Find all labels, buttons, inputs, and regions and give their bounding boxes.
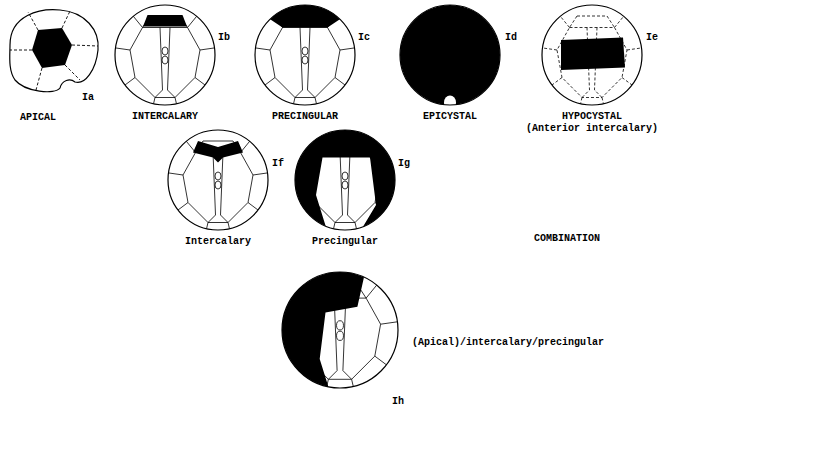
figure-label: Ic <box>358 32 370 43</box>
figure-label: PRECINGULAR <box>272 111 338 122</box>
figure-label: APICAL <box>20 112 56 123</box>
sulcal-plate <box>162 47 168 55</box>
plate-suture <box>200 47 219 50</box>
archeopyle <box>193 141 243 163</box>
figure-label: Ie <box>646 32 658 43</box>
sulcal-plate <box>302 56 308 64</box>
sulcal-plate <box>342 172 348 180</box>
plate-suture <box>627 47 646 50</box>
plate-suture <box>164 172 183 175</box>
archeopyle <box>561 38 625 71</box>
cyst-outline <box>400 5 500 105</box>
plate-suture <box>65 65 80 80</box>
notch <box>444 96 456 110</box>
figure-label: If <box>272 158 284 169</box>
archeopyle <box>143 15 187 27</box>
cyst-outline <box>542 5 642 105</box>
plate-suture <box>335 153 343 223</box>
plate-suture <box>155 28 163 98</box>
plate-suture <box>10 50 32 51</box>
precingular-cyst <box>280 115 410 245</box>
plate-suture <box>130 28 200 98</box>
cyst-outline <box>295 130 395 230</box>
figure-label: Id <box>505 32 517 43</box>
figure-label: INTERCALARY <box>132 111 198 122</box>
sulcal-plate <box>302 47 308 55</box>
plate-suture <box>270 28 340 98</box>
plate-suture <box>607 16 615 28</box>
plate-suture <box>348 153 356 223</box>
figure-label: Ih <box>392 396 404 407</box>
figure-label: EPICYSTAL <box>423 111 477 122</box>
sulcal-plate <box>337 331 344 340</box>
plate-suture <box>343 298 352 379</box>
plate-suture <box>208 153 216 223</box>
cyst-body <box>400 5 500 105</box>
plate-suture <box>366 281 380 298</box>
cyst-outline <box>10 10 98 92</box>
plate-suture <box>111 47 130 50</box>
sulcal-plate <box>215 181 221 189</box>
archeopyle <box>280 115 410 245</box>
figure-label: (Apical)/intercalary/precingular <box>412 337 604 348</box>
plate-suture <box>538 47 557 50</box>
figure-label: Ib <box>218 32 230 43</box>
plate-suture <box>308 28 316 98</box>
epicystal-cyst <box>396 5 505 110</box>
plate-suture <box>203 141 233 142</box>
cyst-outline <box>168 130 268 230</box>
cyst-body <box>168 130 268 230</box>
figure-label: Intercalary <box>185 236 251 247</box>
archeopyle <box>268 0 343 28</box>
combination-cyst <box>265 255 404 406</box>
archeopyle <box>400 5 500 105</box>
sulcal-plate <box>337 321 344 330</box>
figure-label: Ig <box>398 158 410 169</box>
figure-label: Ia <box>82 92 94 103</box>
cyst-body <box>542 5 642 105</box>
plate-suture <box>295 28 303 98</box>
cyst-outline <box>115 5 215 105</box>
plate-suture <box>251 47 270 50</box>
sulcal-plate <box>342 181 348 189</box>
cyst-body <box>115 5 215 105</box>
figure-label: HYPOCYSTAL <box>562 111 622 122</box>
sulcal-plate <box>162 56 168 64</box>
intercalary-cyst <box>164 130 273 234</box>
hypocystal-cyst <box>538 5 647 109</box>
figure-label: COMBINATION <box>534 233 600 244</box>
plate-suture <box>340 47 359 50</box>
plate-suture <box>381 321 404 324</box>
plate-suture <box>557 28 627 98</box>
cyst-outline <box>255 5 355 105</box>
precingular-cyst <box>251 0 360 109</box>
sulcal-plate <box>215 172 221 180</box>
plate-suture <box>221 153 229 223</box>
plate-suture <box>28 12 38 30</box>
plate-suture <box>62 11 70 28</box>
figure-label: (Anterior intercalary) <box>526 123 658 134</box>
plate-suture <box>72 45 98 46</box>
plate-suture <box>183 153 253 223</box>
plate-suture <box>577 16 607 17</box>
plate-suture <box>253 172 272 175</box>
plate-suture <box>570 16 578 28</box>
cyst-outline <box>282 272 398 388</box>
intercalary-cyst <box>111 5 220 109</box>
plate-suture <box>36 68 42 90</box>
plate-suture <box>168 28 176 98</box>
archeopyle <box>32 28 72 68</box>
apical-cyst <box>10 10 98 92</box>
figure-label: Precingular <box>312 236 378 247</box>
